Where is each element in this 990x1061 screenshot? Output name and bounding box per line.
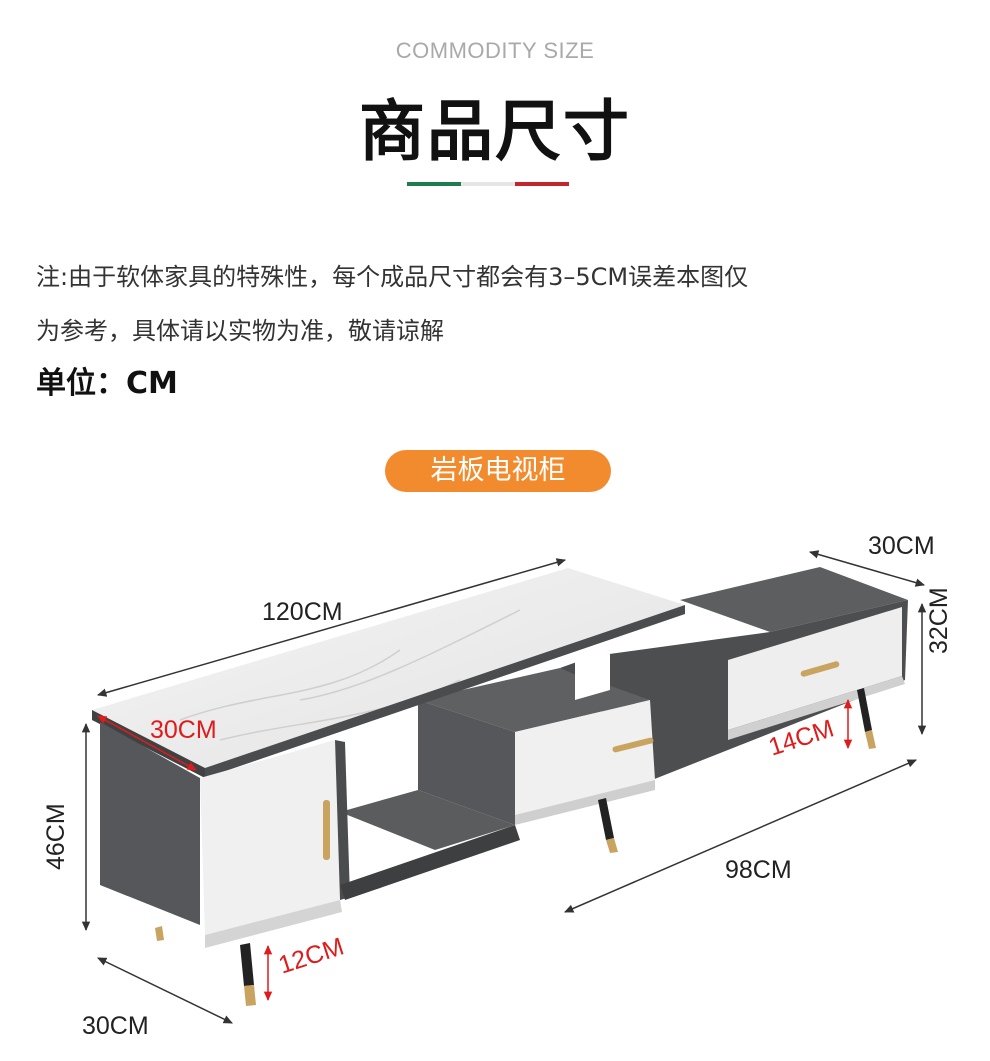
tricolor-divider (407, 182, 569, 186)
right-extension-unit (602, 567, 908, 780)
dim-base-length: 98CM (725, 856, 792, 884)
disclaimer-line-1: 注:由于软体家具的特殊性，每个成品尺寸都会有3–5CM误差本图仅 (36, 263, 749, 291)
disclaimer-line-2: 为参考，具体请以实物为准，敬请谅解 (36, 317, 444, 345)
dim-top-length: 120CM (262, 598, 343, 626)
dimension-lines (81, 550, 927, 1024)
dim-right-height: 32CM (925, 587, 953, 654)
unit-label: 单位：CM (36, 366, 178, 401)
disclaimer-note: 注:由于软体家具的特殊性，每个成品尺寸都会有3–5CM误差本图仅 为参考，具体请… (36, 250, 956, 358)
dim-bottom-depth: 30CM (82, 1012, 149, 1040)
dim-left-height: 46CM (42, 803, 70, 870)
product-name-badge: 岩板电视柜 (385, 450, 611, 492)
dim-right-depth: 30CM (868, 532, 935, 560)
dim-top-depth: 30CM (150, 716, 217, 744)
section-subtitle: COMMODITY SIZE (395, 38, 595, 63)
section-title: 商品尺寸 (359, 93, 631, 170)
